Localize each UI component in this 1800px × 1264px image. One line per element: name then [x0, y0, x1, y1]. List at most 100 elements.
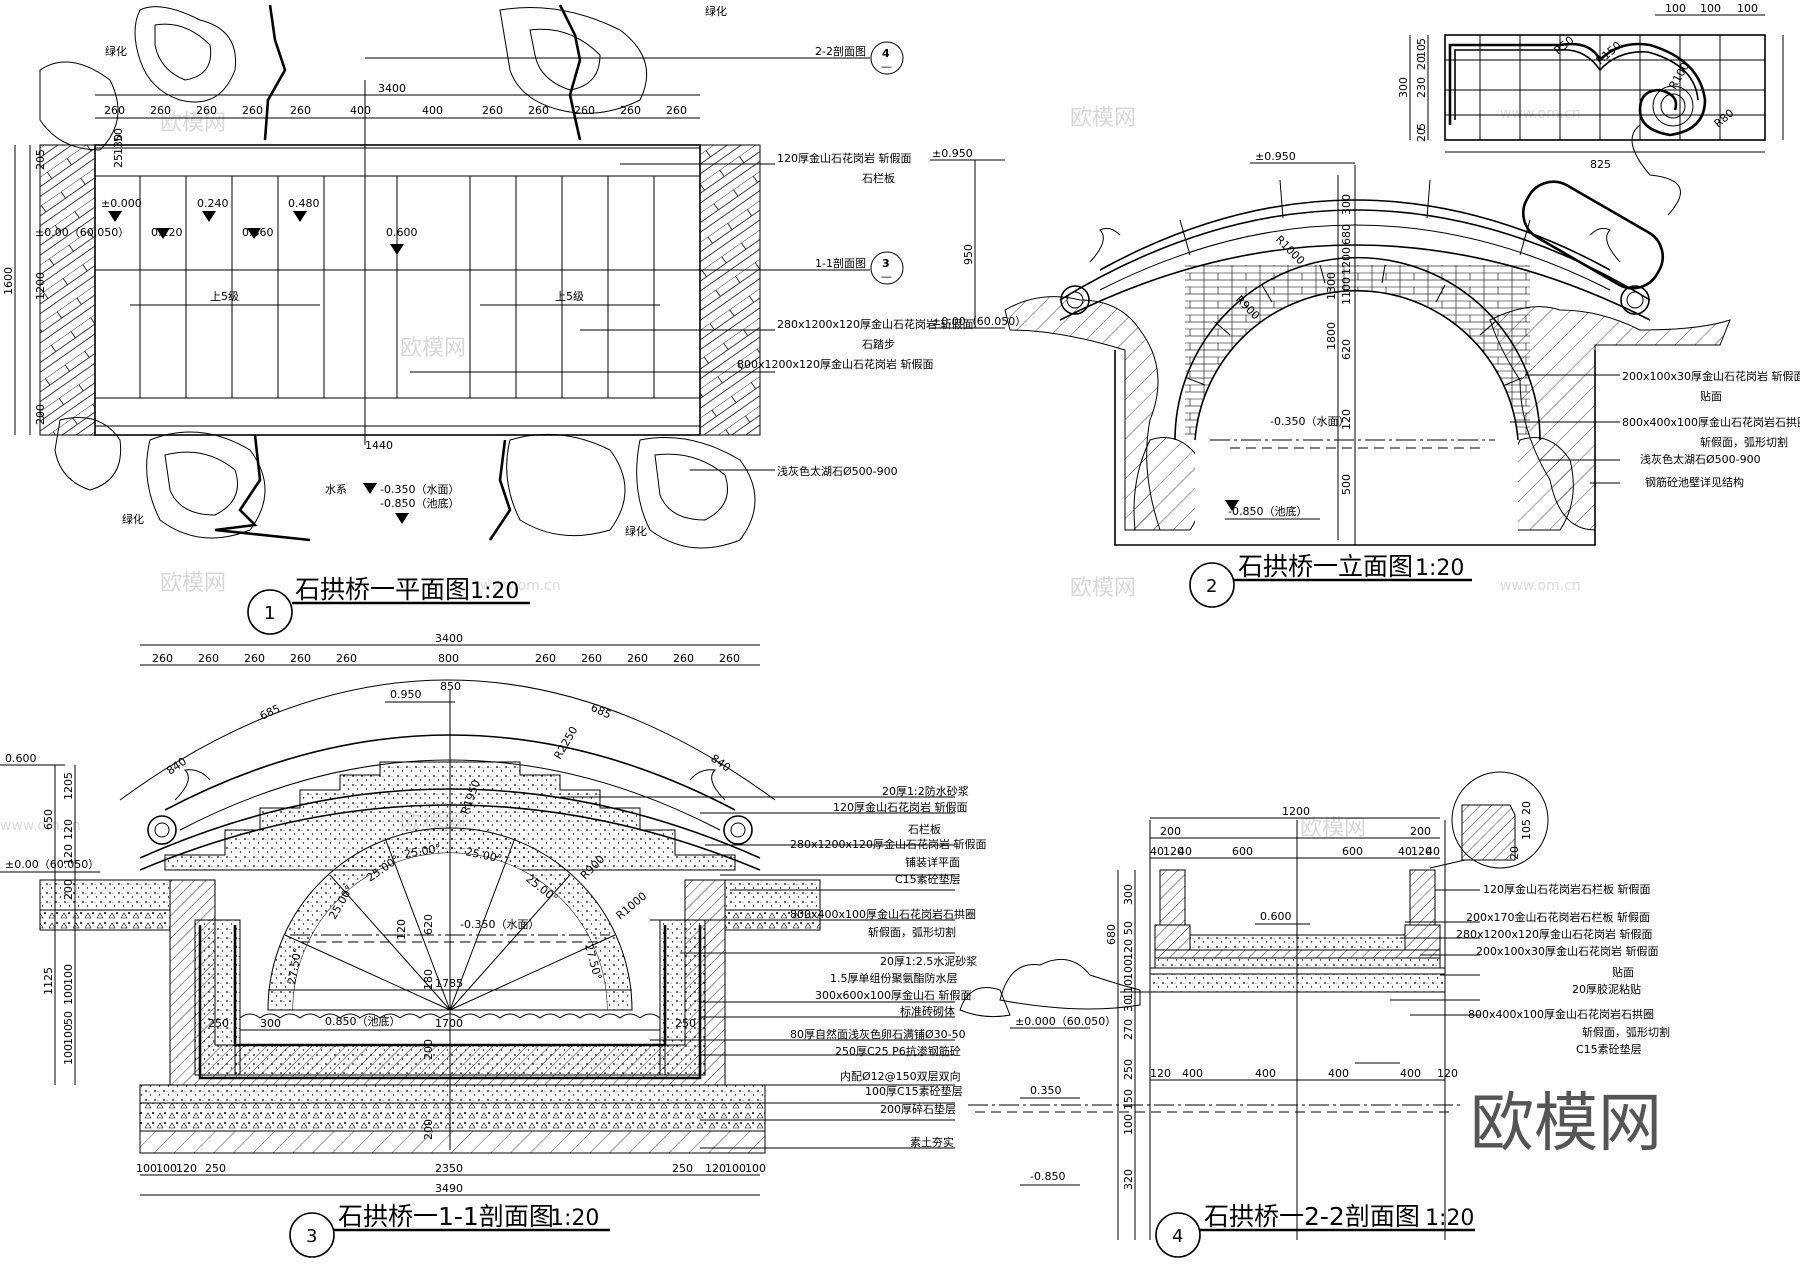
svg-text:1:20: 1:20	[470, 579, 519, 604]
plan-paving-right	[699, 144, 761, 436]
plan-water-level: -0.350（水面）	[380, 483, 459, 496]
section22-dims-top: 1200 200 200 40 120 40 600 600 40 120 40	[1150, 805, 1440, 859]
section11-ground-elev: ±0.00（60.050）	[5, 858, 99, 871]
svg-text:斩假面，弧形切割: 斩假面，弧形切割	[1700, 435, 1788, 449]
water-edge-line	[214, 434, 311, 542]
svg-text:800x400x100厚金山石花岗岩石拱圈: 800x400x100厚金山石花岗岩石拱圈	[790, 907, 976, 921]
section-marker-2-2: 2-2剖面图 4 —	[365, 41, 904, 75]
svg-text:200: 200	[62, 879, 75, 900]
svg-text:100: 100	[1665, 2, 1686, 15]
section11-arc-dim: 850	[440, 680, 461, 693]
svg-text:300: 300	[1340, 194, 1353, 215]
svg-text:10: 10	[1415, 44, 1428, 58]
svg-text:浅灰色太湖石Ø500-900: 浅灰色太湖石Ø500-900	[1640, 452, 1761, 466]
svg-text:1200: 1200	[1340, 247, 1353, 275]
rock-outline	[146, 431, 266, 539]
elevation-left-dim: 950	[962, 244, 975, 265]
svg-text:400: 400	[422, 104, 443, 117]
svg-text:1125: 1125	[42, 967, 55, 995]
svg-text:260: 260	[574, 104, 595, 117]
section22-bottom-elev: -0.850	[1030, 1170, 1065, 1183]
section11-top-elev: 0.950	[390, 688, 422, 701]
detail-profile	[1448, 42, 1707, 137]
svg-text:3400: 3400	[378, 82, 406, 95]
svg-text:1300: 1300	[1325, 272, 1338, 300]
svg-text:110: 110	[1122, 979, 1135, 1000]
svg-text:250厚C25 P6抗渗钢筋砼: 250厚C25 P6抗渗钢筋砼	[835, 1044, 961, 1058]
svg-text:100: 100	[1700, 2, 1721, 15]
svg-text:260: 260	[627, 652, 648, 665]
svg-text:1:20: 1:20	[1425, 1206, 1474, 1231]
plan-pool-bottom: -0.850（池底）	[380, 496, 459, 510]
section22-callout-circle	[1451, 771, 1549, 869]
rail-detail-drawing: R50 R150 R100 R80 100 100 100 300 230 5 …	[1397, 2, 1784, 171]
svg-text:0.360: 0.360	[242, 226, 274, 239]
svg-text:50: 50	[1122, 921, 1135, 935]
detail-outline	[1444, 34, 1766, 141]
svg-text:3490: 3490	[435, 1182, 463, 1195]
svg-text:250: 250	[208, 1017, 229, 1030]
svg-text:500: 500	[1340, 474, 1353, 495]
elevation-detail-callout	[1521, 180, 1665, 290]
svg-text:120厚金山石花岗岩 斩假面: 120厚金山石花岗岩 斩假面	[833, 800, 968, 814]
svg-text:4: 4	[882, 47, 890, 60]
svg-text:1700: 1700	[435, 1017, 463, 1030]
section22-rock	[999, 958, 1141, 1010]
svg-text:40: 40	[1150, 845, 1164, 858]
svg-text:260: 260	[198, 652, 219, 665]
svg-text:250: 250	[1122, 1059, 1135, 1080]
svg-text:100: 100	[156, 1162, 177, 1175]
section11-left-dims: 650 1125 100 100 50 100 100 200 120 120 …	[42, 765, 76, 1085]
svg-text:石栏板: 石栏板	[908, 822, 941, 836]
svg-text:230: 230	[1415, 77, 1428, 98]
svg-text:1200: 1200	[1282, 805, 1310, 818]
svg-text:260: 260	[150, 104, 171, 117]
svg-text:石栏板: 石栏板	[862, 171, 895, 185]
svg-text:0.600: 0.600	[386, 226, 418, 239]
section22-callout-detail	[1461, 804, 1516, 861]
svg-text:250: 250	[672, 1162, 693, 1175]
svg-text:100: 100	[745, 1162, 766, 1175]
svg-text:205: 205	[34, 149, 47, 170]
plan-green-label: 绿化	[122, 512, 144, 526]
plan-title-block: 1 石拱桥一平面图 1:20	[247, 575, 530, 635]
section22-rail-base-left	[1154, 924, 1191, 951]
section22-left-dims: 300 680 50 120 100 110 30 270 250 150 10…	[1105, 870, 1136, 1240]
svg-text:260: 260	[152, 652, 173, 665]
svg-text:120: 120	[1411, 845, 1432, 858]
svg-text:2: 2	[1206, 576, 1217, 597]
svg-text:25: 25	[112, 154, 125, 168]
svg-text:270: 270	[1122, 1019, 1135, 1040]
svg-text:620: 620	[1340, 339, 1353, 360]
rock-outline	[499, 7, 648, 114]
rock-outline	[529, 28, 601, 91]
detail-radius: R50	[1552, 33, 1577, 57]
svg-text:600: 600	[1232, 845, 1253, 858]
svg-text:贴面: 贴面	[1612, 965, 1634, 979]
watermark-text: 欧模网	[400, 336, 466, 361]
svg-text:260: 260	[244, 652, 265, 665]
water-edge-line	[263, 4, 287, 141]
section11-radius: R2250	[551, 724, 580, 761]
svg-text:200x170金山石花岗岩石栏板 斩假面: 200x170金山石花岗岩石栏板 斩假面	[1466, 910, 1650, 924]
svg-text:400: 400	[1255, 1067, 1276, 1080]
svg-text:300x600x100厚金山石 斩假面: 300x600x100厚金山石 斩假面	[815, 988, 972, 1002]
svg-text:120厚金山石花岗岩 斩假面: 120厚金山石花岗岩 斩假面	[777, 151, 912, 165]
svg-text:250: 250	[675, 1017, 696, 1030]
elevation-rock	[1133, 437, 1204, 531]
svg-text:100: 100	[62, 1044, 75, 1065]
svg-text:120: 120	[62, 844, 75, 865]
svg-text:30: 30	[1122, 998, 1135, 1012]
svg-text:1.5厚单组份聚氨酯防水层: 1.5厚单组份聚氨酯防水层	[830, 971, 958, 985]
elevation-top-elev: ±0.950	[1255, 150, 1296, 163]
section11-title-block: 3 石拱桥一1-1剖面图 1:20	[289, 1202, 610, 1258]
svg-text:200厚碎石垫层: 200厚碎石垫层	[880, 1102, 956, 1116]
svg-text:2350: 2350	[435, 1162, 463, 1175]
svg-text:400: 400	[1400, 1067, 1421, 1080]
plan-water-level-marker	[363, 483, 377, 494]
svg-text:200x100x30厚金山石花岗岩 斩假面: 200x100x30厚金山石花岗岩 斩假面	[1622, 369, 1800, 383]
elevation-arch-inner	[1194, 289, 1519, 441]
elevation-callout-leader	[1631, 124, 1681, 216]
section11-arc-dimension	[119, 679, 776, 801]
